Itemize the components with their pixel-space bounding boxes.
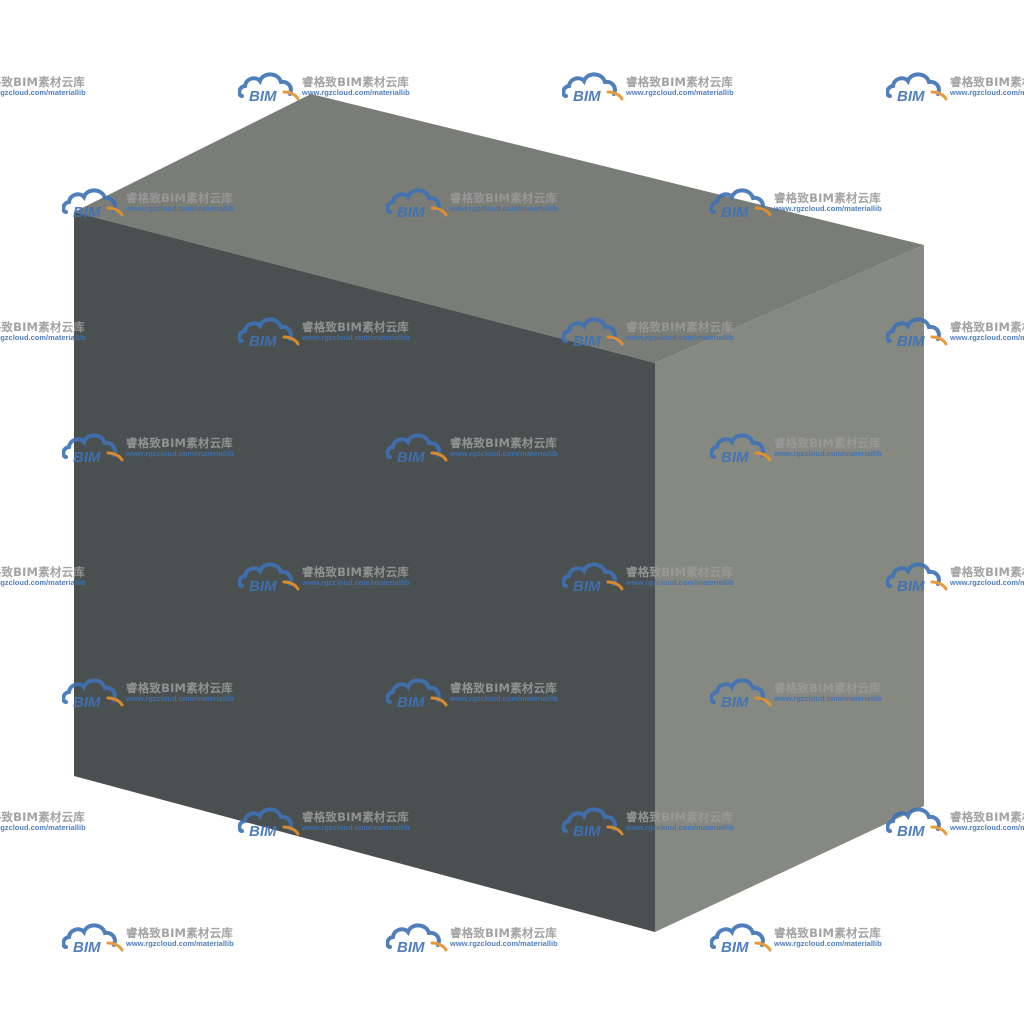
box-front-face	[74, 212, 655, 932]
box-top-face	[74, 94, 924, 363]
box-side-face	[655, 245, 924, 932]
